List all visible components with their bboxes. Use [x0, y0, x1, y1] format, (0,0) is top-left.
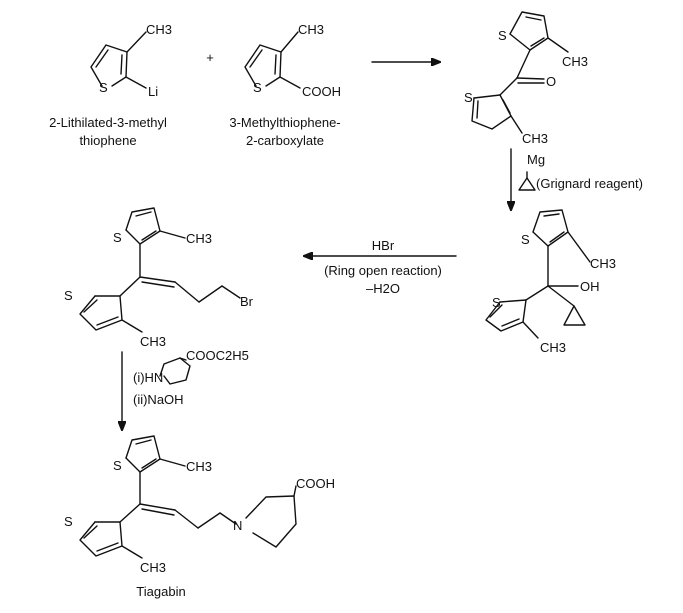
compound-homoallyl-bromide: S CH3 Br S CH3 [64, 207, 254, 349]
compound-caption: thiophene [79, 133, 136, 148]
ch3-label: CH3 [540, 340, 566, 355]
ch3-label: CH3 [146, 22, 172, 37]
cyclopropyl-icon [518, 177, 536, 191]
reagent-hbr: HBr [372, 238, 395, 253]
compound-caption: 2-Lithilated-3-methyl [49, 115, 167, 130]
sulfur-label: S [99, 80, 108, 95]
compound-2-lithiated-3-methylthiophene: CH3 S Li 2-Lithilated-3-methyl thiophene [49, 22, 172, 148]
sulfur-label: S [521, 232, 530, 247]
reagent-grignard: (Grignard reagent) [536, 176, 643, 191]
compound-name: Tiagabin [136, 584, 185, 599]
reagent-mg: Mg [527, 152, 545, 167]
sulfur-label: S [64, 514, 73, 529]
plus-sign: + [206, 50, 214, 65]
compound-cyclopropyl-carbinol: S CH3 OH S CH3 [485, 209, 616, 355]
cooh-label: COOH [296, 476, 335, 491]
reagent-ring-open: (Ring open reaction) [324, 263, 442, 278]
ch3-label: CH3 [298, 22, 324, 37]
sulfur-label: S [464, 90, 473, 105]
reagent-ester: COOC2H5 [186, 348, 249, 363]
sulfur-label: S [492, 295, 501, 310]
compound-caption: 3-Methylthiophene- [229, 115, 340, 130]
reagent-step-i: (i)HN [133, 370, 163, 385]
compound-caption: 2-carboxylate [246, 133, 324, 148]
cooh-label: COOH [302, 84, 341, 99]
ch3-label: CH3 [186, 459, 212, 474]
reagent-minus-h2o: –H2O [366, 281, 400, 296]
reagent-ethyl-nipecotate: (i)HN COOC2H5 [133, 348, 249, 385]
ch3-label: CH3 [590, 256, 616, 271]
sulfur-label: S [498, 28, 507, 43]
sulfur-label: S [113, 230, 122, 245]
sulfur-label: S [253, 80, 262, 95]
ch3-label: CH3 [186, 231, 212, 246]
ch3-label: CH3 [562, 54, 588, 69]
compound-bis-thienyl-ketone: S CH3 O S CH3 [464, 11, 588, 146]
compound-tiagabin: S CH3 N COOH S CH3 Tiagabin [64, 435, 335, 599]
oxygen-label: O [546, 74, 556, 89]
lithium-label: Li [148, 84, 158, 99]
nitrogen-label: N [233, 518, 242, 533]
reagent-step-ii: (ii)NaOH [133, 392, 184, 407]
ch3-label: CH3 [140, 334, 166, 349]
sulfur-label: S [64, 288, 73, 303]
ch3-label: CH3 [522, 131, 548, 146]
sulfur-label: S [113, 458, 122, 473]
ch3-label: CH3 [140, 560, 166, 575]
oh-label: OH [580, 279, 600, 294]
bromine-label: Br [240, 294, 254, 309]
compound-3-methylthiophene-2-carboxylate: CH3 S COOH 3-Methylthiophene- 2-carboxyl… [229, 22, 341, 148]
